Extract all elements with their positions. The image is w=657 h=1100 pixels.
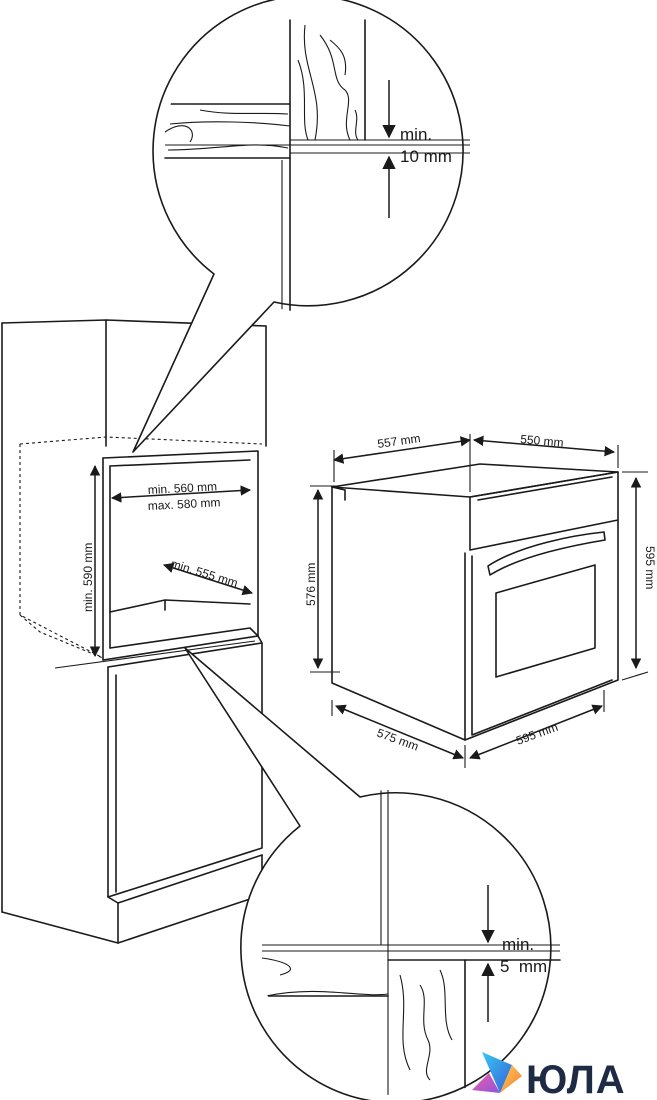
top-detail-callout: min. 10 mm [132,0,470,453]
oven-bottom-depth-label: 575 mm [375,726,421,754]
cabinet-width-min-label: min. 560 mm [147,479,217,497]
oven-top-depth-label: 557 mm [376,431,421,451]
bottom-detail-callout: min. 5 mm [184,647,561,1100]
oven-dimensions: 557 mm 550 mm 576 mm 595 mm 575 mm 595 m… [304,431,657,768]
brand-logo-mark [482,1052,512,1093]
oven-bottom-width-label: 595 mm [514,720,560,748]
cabinet-depth-min-label: min. 555 mm [169,556,239,590]
oven-drawing [331,463,619,741]
oven-front-height-label: 595 mm [643,546,657,589]
oven-top-width-label: 550 mm [520,432,564,450]
bottom-min-value: 5 mm [500,957,547,976]
oven-side-height-label: 576 mm [304,563,318,606]
cabinet-dimensions: min. 560 mm max. 580 mm min. 590 mm min.… [81,464,254,658]
cabinet-drawing [1,319,267,944]
bottom-min-label: min. [502,935,534,954]
cabinet-height-min-label: min. 590 mm [81,543,95,612]
top-min-value: 10 mm [400,147,452,166]
top-min-label: min. [400,125,432,144]
brand-name: ЮЛА [526,1058,626,1100]
brand-logo: ЮЛА [472,1052,626,1100]
cabinet-width-max-label: max. 580 mm [147,495,220,513]
